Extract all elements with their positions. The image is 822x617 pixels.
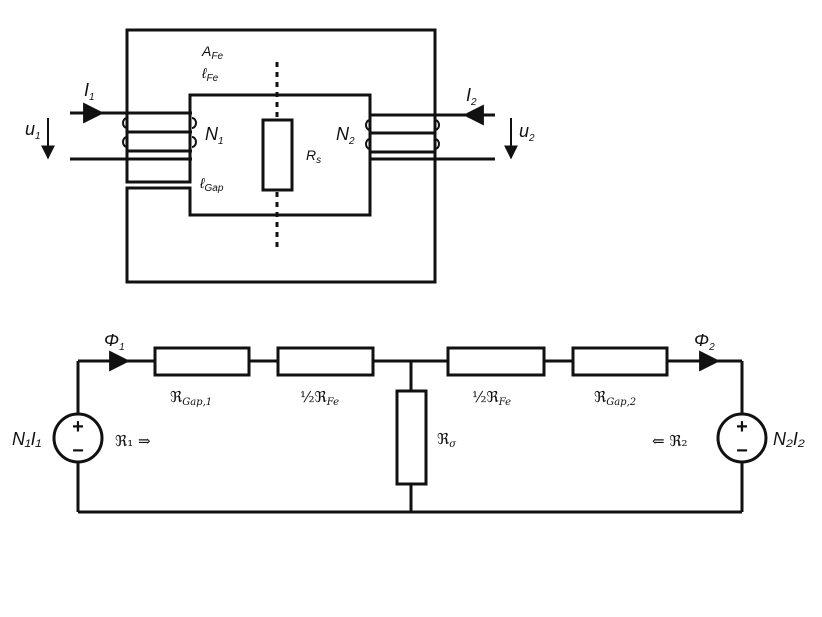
resistor-sigma [395, 389, 428, 486]
r-fe-left-label: ½ℜFe [300, 388, 339, 408]
source-right-label: N₂I₂ [773, 429, 805, 449]
resistor-fe-right [446, 346, 546, 377]
shunt-resistor [261, 118, 294, 192]
primary-winding [41, 102, 197, 161]
core-length-label: ℓFe [201, 65, 219, 84]
r-fe-right-label: ½ℜFe [472, 388, 511, 408]
secondary-winding [365, 104, 518, 161]
core-area-label: AFe [201, 43, 223, 62]
primary-voltage-label: u1 [25, 119, 41, 142]
gap-length-label: ℓGap [199, 175, 224, 194]
resistor-fe-left [276, 346, 375, 377]
primary-coil-loops [122, 117, 197, 148]
core-outline [125, 28, 437, 284]
transformer-core [125, 28, 437, 284]
r-gap1-label: ℜGap,1 [170, 388, 212, 408]
secondary-current-label: I2 [466, 85, 477, 108]
source-right-plus: + [736, 416, 748, 438]
source-right [716, 412, 768, 464]
shunt [261, 62, 294, 252]
shunt-label: Rs [306, 147, 321, 166]
magnetic-circuit [52, 346, 768, 514]
secondary-voltage-label: u2 [519, 121, 535, 144]
secondary-turns-label: N2 [336, 124, 355, 147]
secondary-coil-loops [365, 119, 440, 150]
reluctance2-label: ⇐ ℜ₂ [652, 432, 688, 450]
source-left [52, 412, 104, 464]
source-right-minus: − [736, 440, 748, 462]
source-left-plus: + [72, 416, 84, 438]
flux1-label: Φ1 [104, 330, 125, 353]
resistor-gap-2 [571, 346, 669, 377]
resistor-gap-1 [153, 346, 251, 377]
flux2-label: Φ2 [694, 330, 715, 353]
source-left-minus: − [72, 440, 84, 462]
primary-current-label: I1 [84, 80, 95, 103]
source-left-label: N₁I₁ [12, 429, 42, 449]
reluctance1-label: ℜ₁ ⇒ [115, 432, 151, 450]
r-gap2-label: ℜGap,2 [594, 388, 636, 408]
r-sigma-label: ℜσ [437, 430, 457, 450]
primary-turns-label: N1 [205, 124, 224, 147]
